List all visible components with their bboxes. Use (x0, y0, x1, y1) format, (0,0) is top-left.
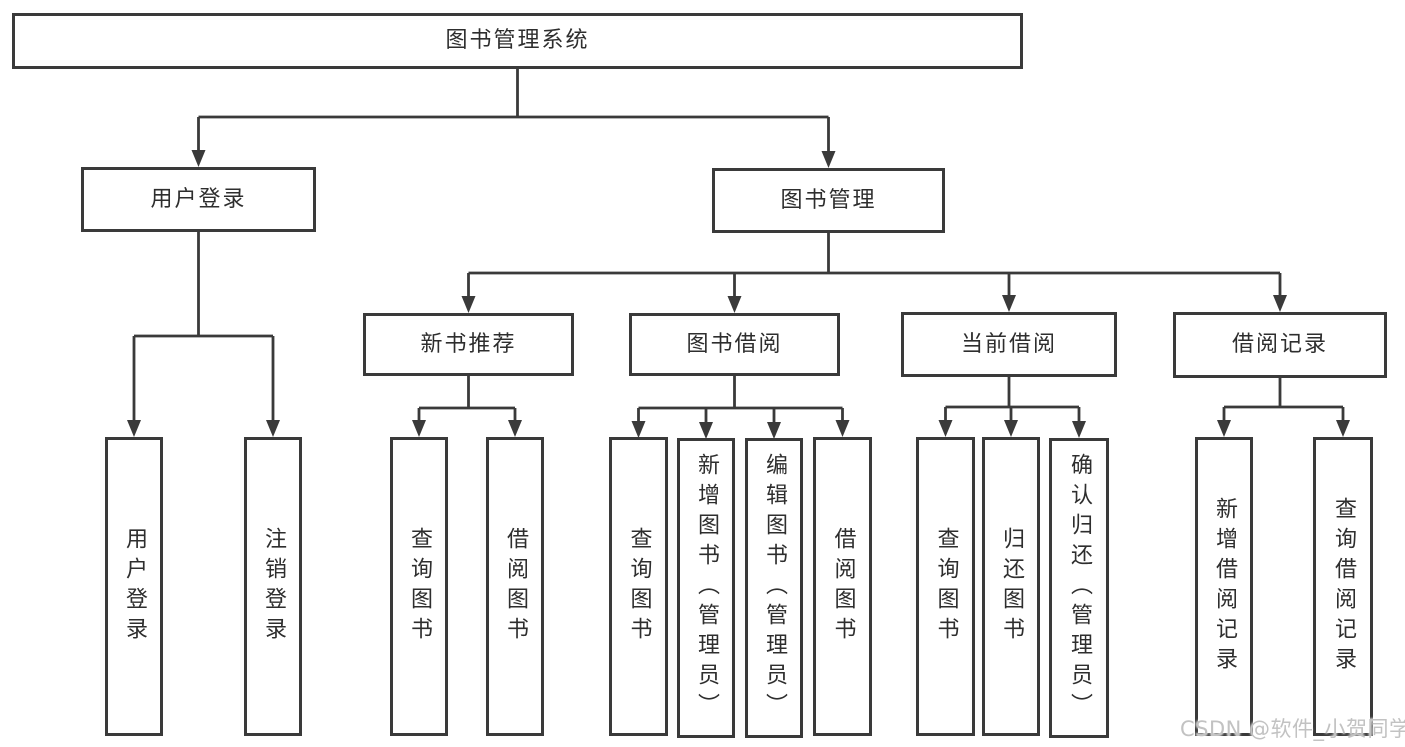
leaf-query-book-1: 查询图书 (390, 437, 448, 736)
leaf-query-borrow-record: 查询借阅记录 (1313, 437, 1373, 736)
leaf-query-book-3: 查询图书 (916, 437, 975, 736)
leaf-borrow-book-1: 借阅图书 (486, 437, 544, 736)
leaf-add-book-admin: 新增图书（管理员） (677, 438, 735, 738)
leaf-borrow-book-2: 借阅图书 (813, 437, 872, 736)
leaf-user-login: 用户登录 (105, 437, 163, 736)
node-current-borrow: 当前借阅 (901, 312, 1117, 377)
leaf-logout-login: 注销登录 (244, 437, 302, 736)
node-library-system: 图书管理系统 (12, 13, 1023, 69)
leaf-confirm-return-admin: 确认归还（管理员） (1049, 438, 1109, 738)
csdn-watermark: CSDN @软件_小贺同学 (1180, 717, 1405, 741)
node-book-management: 图书管理 (712, 168, 945, 233)
node-user-login: 用户登录 (81, 167, 316, 232)
node-borrow-records: 借阅记录 (1173, 312, 1387, 378)
leaf-query-book-2: 查询图书 (609, 437, 668, 736)
leaf-add-borrow-record: 新增借阅记录 (1195, 437, 1253, 736)
node-new-book-recommend: 新书推荐 (363, 313, 574, 376)
leaf-edit-book-admin: 编辑图书（管理员） (745, 438, 803, 738)
leaf-return-book: 归还图书 (982, 437, 1040, 736)
node-book-borrow: 图书借阅 (629, 313, 840, 376)
